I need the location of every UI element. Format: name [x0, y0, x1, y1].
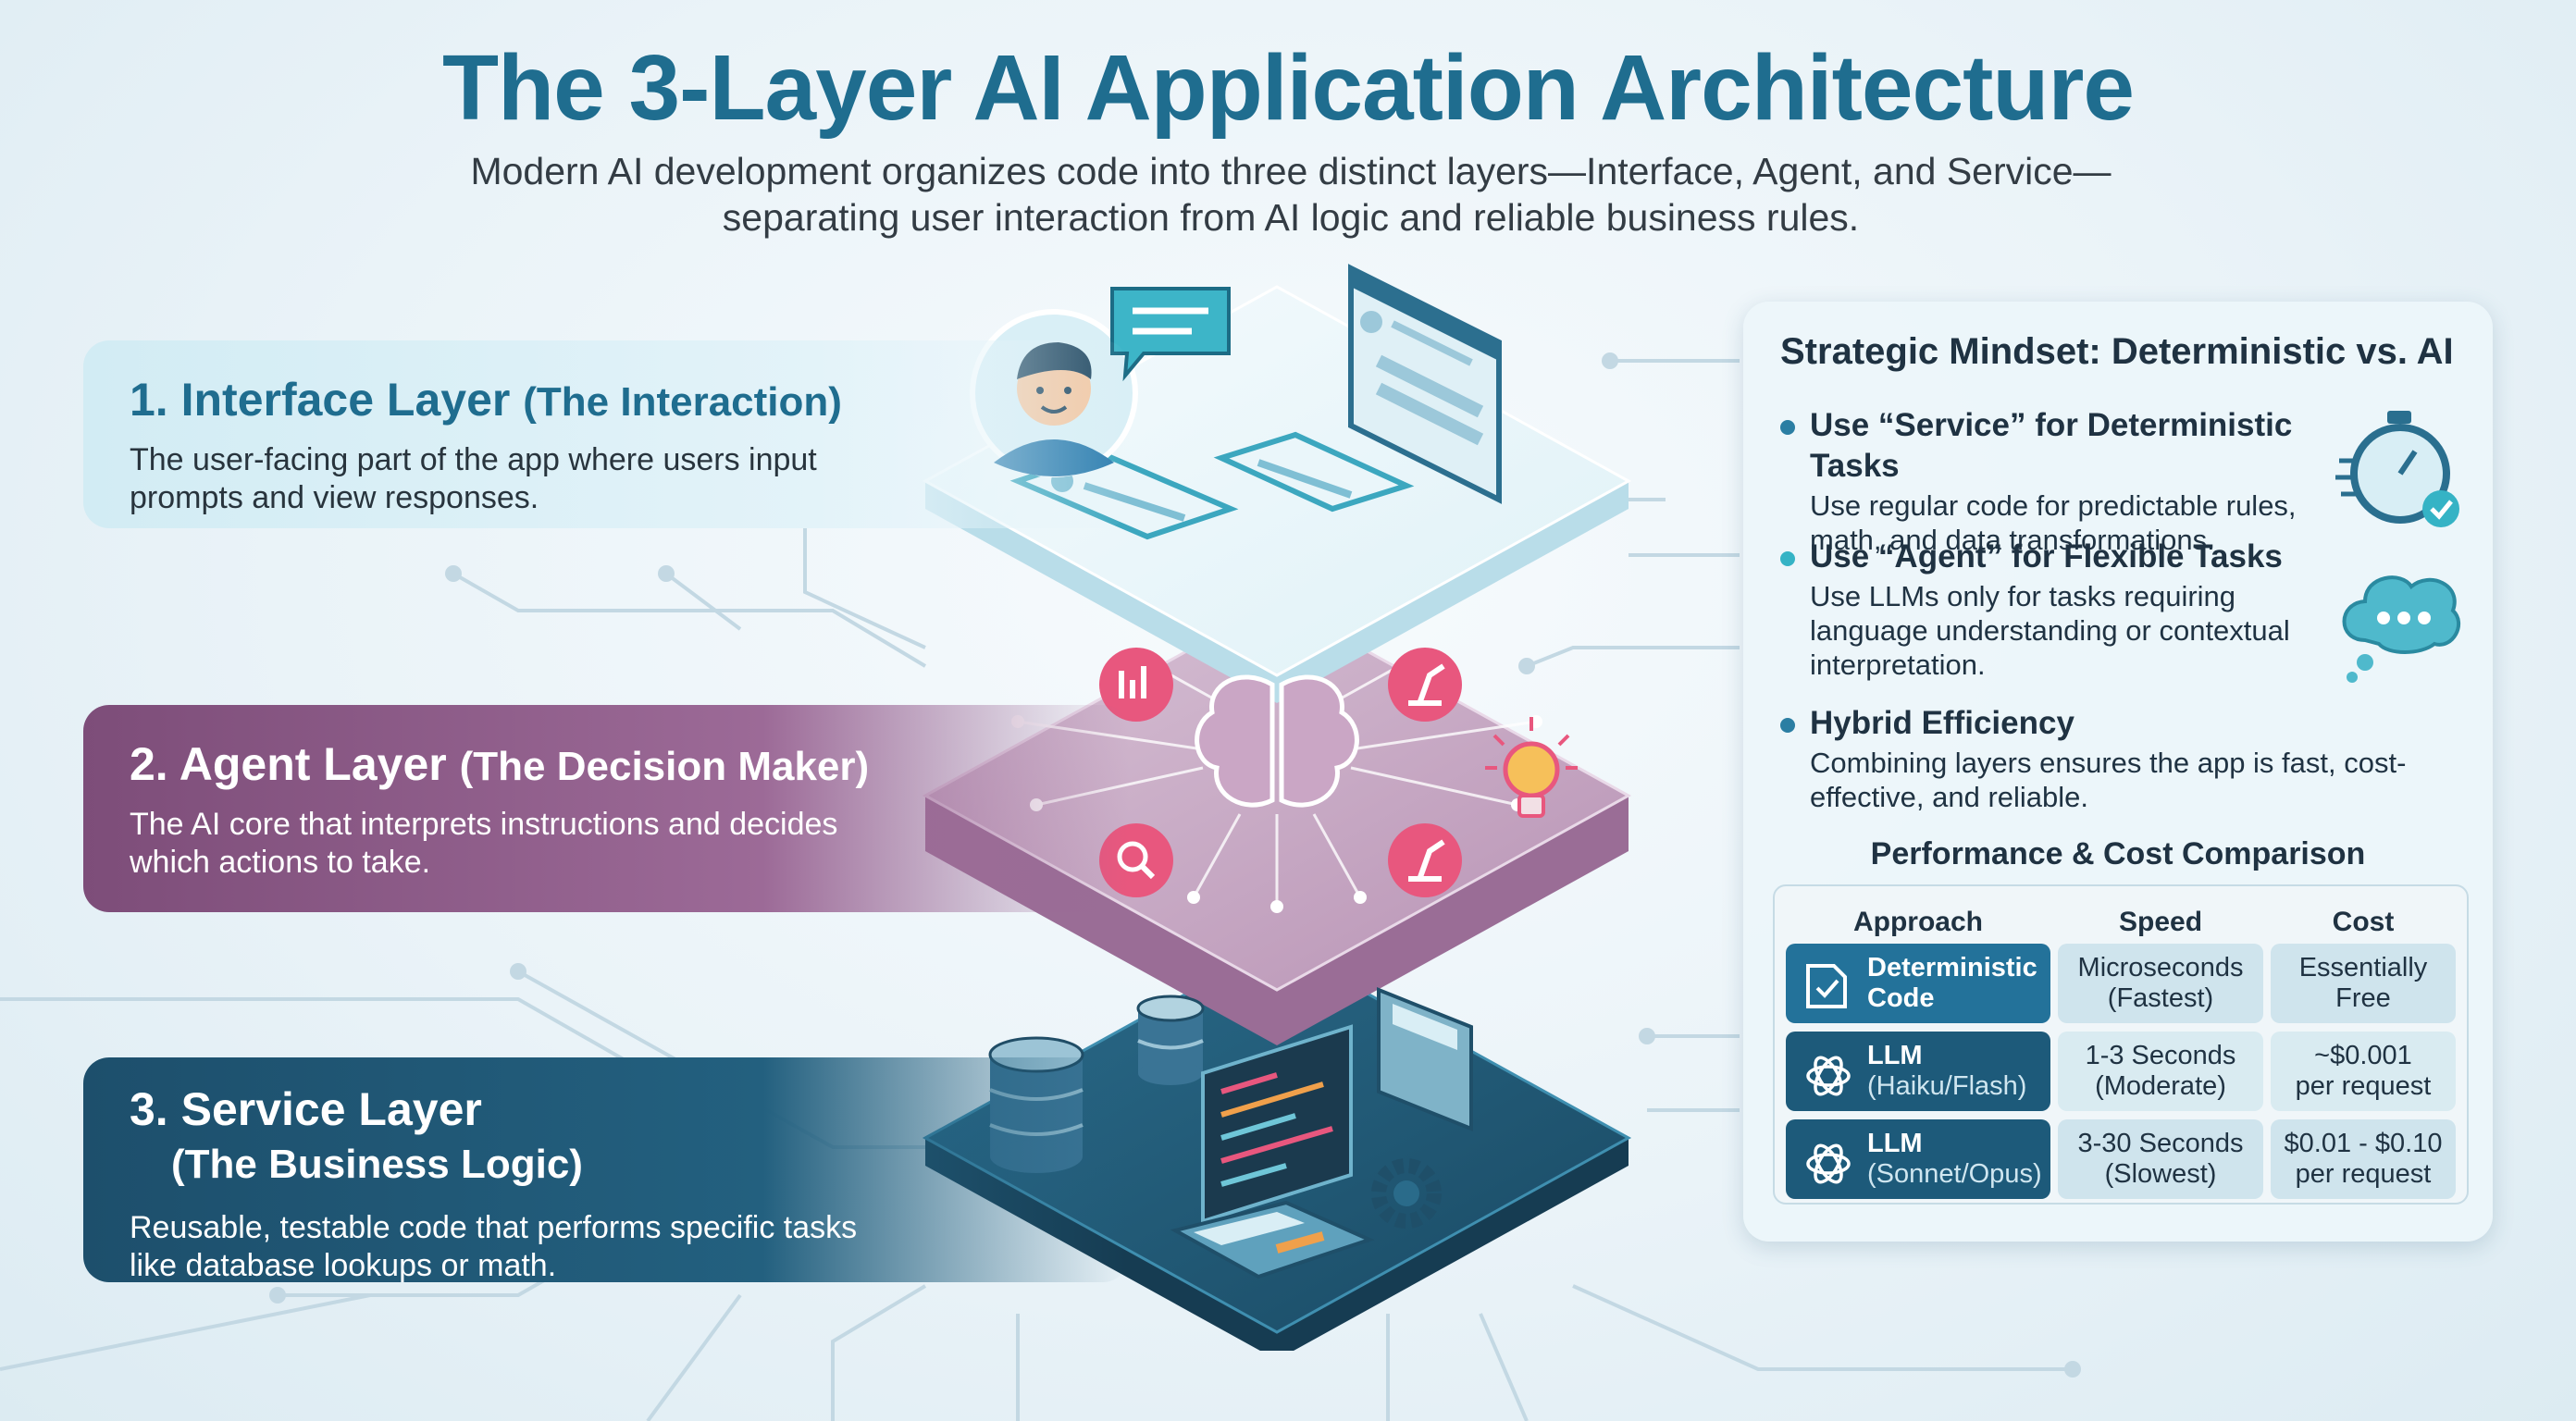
approach-name: LLM [1867, 1041, 1923, 1070]
table-cell-cost: ~$0.001 per request [2271, 1032, 2456, 1111]
table-cell-cost: Essentially Free [2271, 944, 2456, 1023]
tip-body: Use regular code for predictable rules, … [1810, 489, 2297, 556]
bullet-dot [1780, 420, 1795, 435]
speed-value: 1-3 Seconds [2085, 1041, 2236, 1070]
tip-heading: Use “Service” for Deterministic Tasks [1810, 407, 2293, 484]
layer-role: (The Business Logic) [171, 1142, 583, 1187]
gear-icon [1371, 1158, 1442, 1229]
layer-name: Agent Layer [179, 738, 447, 790]
layer-role: (The Decision Maker) [459, 744, 870, 789]
layer-name: Service Layer [180, 1083, 482, 1135]
thought-bubble-icon [2342, 575, 2460, 683]
llm-knot-icon [1806, 1143, 1851, 1184]
bullet-dot [1780, 551, 1795, 566]
table-row-approach: LLM (Haiku/Flash) [1786, 1032, 2050, 1111]
approach-model: Code [1867, 983, 1935, 1013]
tip-heading: Hybrid Efficiency [1810, 705, 2074, 741]
page-title: The 3-Layer AI Application Architecture [441, 36, 2135, 140]
tip-body: Combining layers ensures the app is fast… [1810, 747, 2407, 813]
interface-layer-description: The user-facing part of the app where us… [130, 442, 817, 515]
service-layer-card: 3. Service Layer (The Business Logic) Re… [83, 1057, 1129, 1283]
agent-tip: Use “Agent” for Flexible Tasks Use LLMs … [1780, 537, 2335, 682]
layer-name: Interface Layer [180, 374, 511, 426]
cost-value: ~$0.001 [2314, 1041, 2412, 1070]
llm-knot-icon [1806, 1056, 1851, 1096]
column-header: Approach [1852, 907, 1983, 937]
cost-note: Free [2335, 983, 2391, 1013]
speed-note: (Slowest) [2104, 1159, 2217, 1189]
database-icon [1136, 995, 1205, 1085]
table-cell-speed: 1-3 Seconds (Moderate) [2058, 1032, 2263, 1111]
service-layer-title: 3. Service Layer (The Business Logic) [130, 1081, 1129, 1192]
speed-note: (Fastest) [2107, 983, 2214, 1013]
speed-value: Microseconds [2077, 953, 2244, 982]
interface-layer-card: 1. Interface Layer (The Interaction) The… [83, 340, 1129, 528]
column-header: Speed [2118, 907, 2203, 937]
approach-model: (Haiku/Flash) [1867, 1071, 2027, 1101]
layer-role: (The Interaction) [523, 379, 842, 425]
service-tip: Use “Service” for Deterministic Tasks Us… [1780, 405, 2335, 557]
hybrid-tip: Hybrid Efficiency Combining layers ensur… [1780, 703, 2446, 814]
agent-layer-description: The AI core that interprets instructions… [130, 807, 838, 880]
layer-stack-illustration [922, 264, 1632, 1351]
comparison-title: Performance & Cost Comparison [1870, 836, 2366, 871]
table-cell-cost: $0.01 - $0.10 per request [2271, 1119, 2456, 1199]
panel-title: Strategic Mindset: Deterministic vs. AI [1780, 331, 2454, 372]
browser-window-icon [1348, 264, 1502, 504]
table-cell-speed: 3-30 Seconds (Slowest) [2058, 1119, 2263, 1199]
approach-name: LLM [1867, 1129, 1923, 1158]
approach-name: Deterministic [1867, 953, 2037, 982]
page-subtitle: Modern AI development organizes code int… [470, 150, 2112, 239]
service-layer-description: Reusable, testable code that performs sp… [130, 1210, 858, 1283]
tip-heading: Use “Agent” for Flexible Tasks [1810, 538, 2283, 575]
cost-note: per request [2295, 1159, 2432, 1189]
code-editor-icon [1201, 1024, 1353, 1224]
code-document-icon [1806, 964, 1847, 1008]
table-row-approach: Deterministic Code [1786, 944, 2050, 1023]
comparison-table: Approach Speed Cost Deterministic Code M… [1773, 884, 2469, 1205]
strategic-mindset-panel: Strategic Mindset: Deterministic vs. AI … [1743, 302, 2493, 1242]
lightbulb-icon [1485, 717, 1578, 818]
calculator-icon [1170, 1200, 1375, 1279]
bullet-dot [1780, 718, 1795, 733]
agent-layer-card: 2. Agent Layer (The Decision Maker) The … [83, 705, 1129, 912]
chat-card-icon [1213, 431, 1415, 513]
table-cell-speed: Microseconds (Fastest) [2058, 944, 2263, 1023]
column-header: Cost [2332, 907, 2395, 937]
robot-arm-badge-icon [1388, 823, 1462, 897]
table-row-approach: LLM (Sonnet/Opus) [1786, 1119, 2050, 1199]
calculator-icon [1377, 987, 1473, 1131]
agent-layer-title: 2. Agent Layer (The Decision Maker) [130, 736, 1129, 795]
cost-note: per request [2295, 1071, 2432, 1101]
layer-number: 1. [130, 374, 168, 426]
speed-value: 3-30 Seconds [2077, 1129, 2244, 1158]
layer-number: 2. [130, 738, 168, 790]
stopwatch-check-icon [2335, 411, 2459, 527]
tip-body: Use LLMs only for tasks requiring langua… [1810, 580, 2290, 681]
robot-arm-badge-icon [1388, 648, 1462, 722]
speed-note: (Moderate) [2095, 1071, 2226, 1101]
cost-value: $0.01 - $0.10 [2284, 1129, 2443, 1158]
analysis-badge-icon [1099, 648, 1173, 722]
approach-model: (Sonnet/Opus) [1867, 1159, 2042, 1189]
cost-value: Essentially [2298, 953, 2428, 982]
layer-number: 3. [130, 1083, 168, 1135]
interface-layer-title: 1. Interface Layer (The Interaction) [130, 372, 1129, 430]
